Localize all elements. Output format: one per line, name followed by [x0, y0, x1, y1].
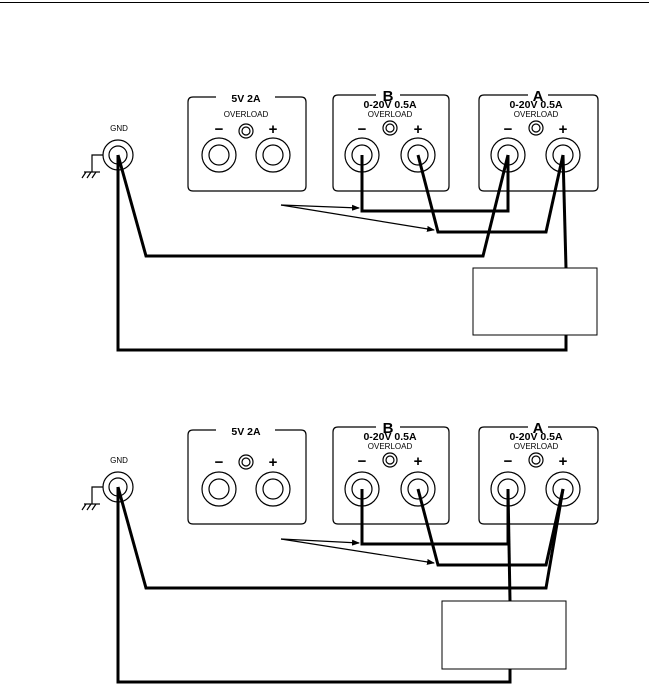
channel-b-minus-label: −: [358, 453, 367, 470]
channel-a-minus-label: −: [504, 453, 513, 470]
channel-a-overload-indicator-icon: [528, 120, 544, 136]
wire-a-minus-to-load: [506, 488, 512, 602]
wire-gnd-to-load: [116, 155, 568, 352]
fixed-supply-rating: 5V 2A: [231, 93, 261, 105]
channel-a-plus-label: +: [559, 121, 568, 138]
gnd-label: GND: [110, 124, 128, 133]
ground-symbol-icon: [81, 154, 103, 179]
fixed-minus-label: −: [215, 121, 224, 138]
channel-a-module: A 0-20V 0.5A OVERLOAD − +: [478, 420, 599, 525]
fixed-supply-module: 5V 2A − +: [187, 426, 307, 525]
channel-b-overload-label: OVERLOAD: [368, 442, 413, 451]
channel-b-rating: 0-20V 0.5A: [363, 99, 417, 111]
load-box: [441, 600, 567, 670]
channel-b-module: B 0-20V 0.5A OVERLOAD − +: [332, 88, 450, 192]
channel-b-minus-label: −: [358, 121, 367, 138]
channel-a-plus-terminal: [545, 471, 581, 507]
gnd-label: GND: [110, 456, 128, 465]
channel-a-letter: A: [533, 420, 544, 437]
diagram-panel-top: GND 5V 2A OVERLOAD − +: [81, 88, 599, 352]
ground-symbol-icon: [81, 486, 103, 511]
channel-b-overload-indicator-icon: [382, 120, 398, 136]
fixed-plus-label: +: [269, 121, 278, 138]
wire-a-plus-to-load: [561, 154, 568, 269]
channel-b-rating: 0-20V 0.5A: [363, 431, 417, 443]
channel-a-letter: A: [533, 88, 544, 105]
channel-b-plus-label: +: [414, 121, 423, 138]
channel-a-module: A 0-20V 0.5A OVERLOAD − +: [478, 88, 599, 192]
channel-b-overload-label: OVERLOAD: [368, 110, 413, 119]
wire-b-plus-to-a-plus: [416, 488, 565, 567]
fixed-plus-terminal: [255, 137, 291, 173]
fixed-minus-terminal: [201, 137, 237, 173]
fixed-minus-terminal: [201, 471, 237, 507]
wire-b-minus-to-a-minus: [360, 155, 510, 213]
wire-gnd-to-load: [116, 487, 512, 684]
diagram-panel-bottom: GND 5V 2A − +: [81, 420, 599, 684]
channel-a-rating: 0-20V 0.5A: [509, 99, 563, 111]
wire-b-plus-to-a-plus: [416, 154, 565, 234]
channel-a-overload-label: OVERLOAD: [514, 110, 559, 119]
channel-b-plus-label: +: [414, 453, 423, 470]
fixed-supply-rating: 5V 2A: [231, 426, 261, 438]
channel-b-letter: B: [383, 420, 394, 437]
channel-b-letter: B: [383, 88, 394, 105]
channel-a-minus-label: −: [504, 121, 513, 138]
fixed-overload-indicator-icon: [238, 123, 254, 139]
channel-b-module: B 0-20V 0.5A OVERLOAD − +: [332, 420, 450, 525]
channel-a-overload-label: OVERLOAD: [514, 442, 559, 451]
fixed-supply-module: 5V 2A OVERLOAD − +: [187, 93, 307, 192]
channel-b-plus-terminal: [400, 471, 436, 507]
fixed-minus-label: −: [215, 454, 224, 471]
wiring: [116, 486, 565, 684]
channel-a-plus-label: +: [559, 453, 568, 470]
wire-b-minus-to-a-minus: [360, 489, 510, 546]
gnd-terminal: GND: [81, 124, 134, 179]
load-box: [472, 267, 598, 336]
wiring: [116, 154, 568, 352]
channel-b-overload-indicator-icon: [382, 452, 398, 468]
pointer-arrows: [280, 204, 435, 232]
pointer-arrows: [280, 538, 435, 565]
fixed-plus-terminal: [255, 471, 291, 507]
wire-gnd-to-a-minus: [116, 154, 510, 258]
channel-a-rating: 0-20V 0.5A: [509, 431, 563, 443]
wire-gnd-to-a-plus: [116, 486, 565, 590]
fixed-overload-label: OVERLOAD: [224, 110, 269, 119]
gnd-terminal: GND: [81, 456, 134, 511]
channel-a-overload-indicator-icon: [528, 452, 544, 468]
fixed-overload-indicator-icon: [238, 454, 254, 470]
channel-b-plus-terminal: [400, 137, 436, 173]
fixed-plus-label: +: [269, 454, 278, 471]
